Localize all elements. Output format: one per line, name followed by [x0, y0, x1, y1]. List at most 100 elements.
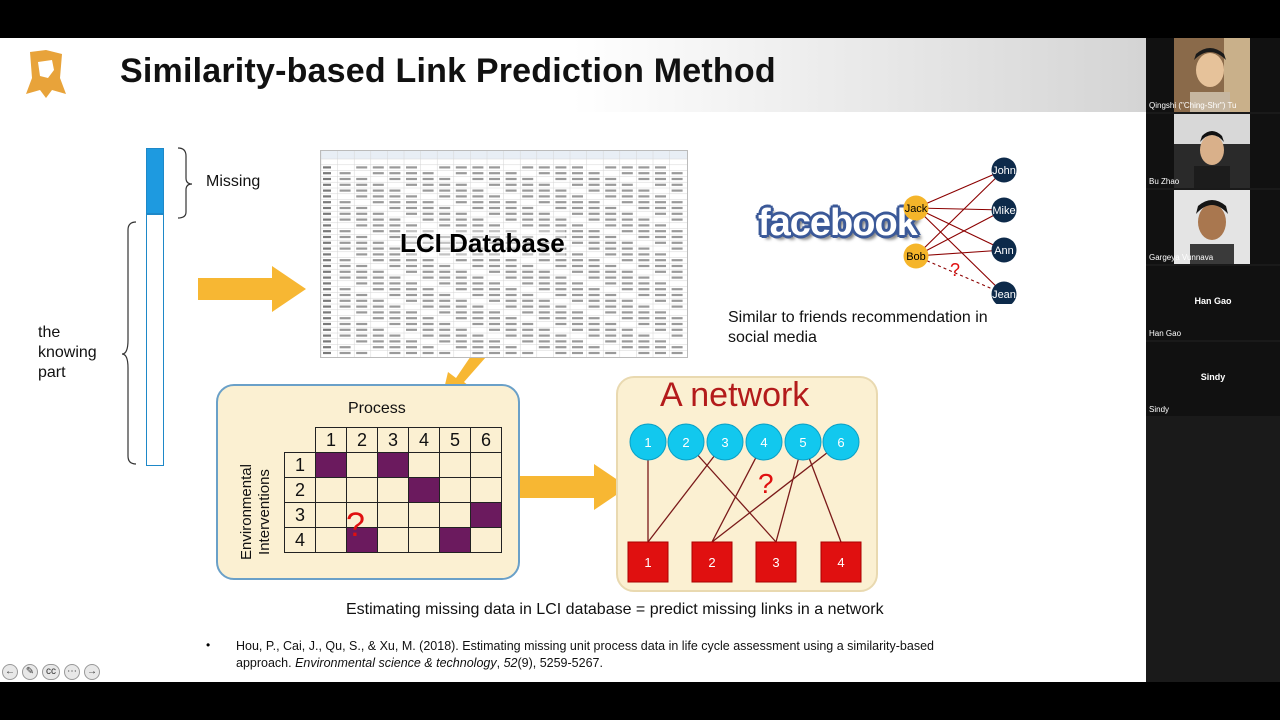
- network-bottom-node-label: 1: [644, 555, 651, 570]
- matrix-row-header: 3: [284, 502, 316, 528]
- participant-center-name: Han Gao: [1194, 296, 1232, 306]
- matrix-cell: [470, 527, 502, 553]
- network-bottom-node: [755, 541, 797, 583]
- knowing-label: the knowing part: [38, 324, 97, 381]
- network-top-node: [784, 423, 822, 461]
- matrix-col-header: 1: [315, 427, 347, 453]
- matrix-col-header: 4: [408, 427, 440, 453]
- knowing-bar-segment: [146, 214, 164, 466]
- brackets: [121, 147, 193, 465]
- social-node: [991, 157, 1017, 183]
- network-top-node: [667, 423, 705, 461]
- network-top-node-label: 1: [644, 435, 651, 450]
- network-top-node-label: 6: [837, 435, 844, 450]
- environmental-interventions-label: Environmental Interventions: [238, 464, 273, 560]
- process-label: Process: [348, 400, 406, 417]
- network-top-node: [706, 423, 744, 461]
- matrix-col-header: 3: [377, 427, 409, 453]
- participant-tile[interactable]: Han Gao Han Gao: [1146, 266, 1280, 340]
- matrix-cell: [408, 527, 440, 553]
- participant-name: Qingshi ("Ching-Shr") Tu: [1149, 101, 1237, 110]
- social-node-label: Jack: [905, 203, 928, 215]
- network-top-node-label: 3: [721, 435, 728, 450]
- title-bar: [0, 38, 1146, 112]
- matrix-cell: [377, 502, 409, 528]
- facebook-logo: facebook: [758, 202, 918, 244]
- arrow-right-2: [508, 464, 628, 510]
- matrix-row-header: 4: [284, 527, 316, 553]
- pen-icon[interactable]: ✎: [22, 664, 38, 680]
- slide-title: Similarity-based Link Prediction Method: [120, 52, 776, 90]
- network-top-node-label: 5: [799, 435, 806, 450]
- matrix-cell: [408, 452, 440, 478]
- matrix-cell-filled: [315, 452, 347, 478]
- network-bottom-node-label: 2: [708, 555, 715, 570]
- captions-icon[interactable]: cc: [42, 664, 60, 680]
- matrix-cell: [439, 502, 471, 528]
- reference-sep: ,: [496, 656, 504, 670]
- matrix-cell: [346, 452, 378, 478]
- social-node-label: John: [992, 165, 1016, 177]
- matrix-cell-filled: [439, 527, 471, 553]
- social-question-mark: ?: [950, 260, 961, 280]
- matrix-cell: [377, 477, 409, 503]
- matrix-cell: [470, 452, 502, 478]
- social-node: [991, 237, 1017, 263]
- participant-name: Han Gao: [1149, 329, 1182, 338]
- reference-pages: (9), 5259-5267.: [517, 656, 603, 670]
- missing-bar-segment: [146, 148, 164, 214]
- network-top-node: [822, 423, 860, 461]
- participant-name: Sindy: [1149, 405, 1170, 414]
- reference-volume: 52: [503, 656, 518, 670]
- matrix-cell: [470, 477, 502, 503]
- more-icon[interactable]: ⋯: [64, 664, 80, 680]
- network-bottom-node-label: 3: [772, 555, 779, 570]
- social-node-label: Ann: [994, 245, 1014, 257]
- matrix-corner: [284, 427, 316, 453]
- missing-label: Missing: [206, 173, 261, 190]
- network-bottom-node: [820, 541, 862, 583]
- social-node-label: Jean: [992, 289, 1016, 301]
- next-icon[interactable]: →: [84, 664, 100, 680]
- participant-video-icon: [1174, 38, 1250, 112]
- participant-tile[interactable]: Qingshi ("Ching-Shr") Tu: [1146, 38, 1280, 112]
- university-logo-icon: [22, 48, 70, 100]
- matrix-cell-filled: [470, 502, 502, 528]
- process-matrix: 1 2 3 4 5 6 1 2 3: [284, 427, 502, 553]
- network-bottom-node: [627, 541, 669, 583]
- social-caption-text: Similar to friends recommendation in soc…: [728, 309, 988, 346]
- presentation-slide: Similarity-based Link Prediction Method …: [0, 38, 1146, 682]
- participant-tile[interactable]: Bu Zhao: [1146, 114, 1280, 188]
- matrix-cell: [439, 477, 471, 503]
- matrix-cell-filled: [377, 452, 409, 478]
- participant-tile[interactable]: Sindy Sindy: [1146, 342, 1280, 416]
- participant-center-name: Sindy: [1200, 372, 1226, 382]
- lci-spreadsheet-image: [320, 150, 688, 358]
- matrix-row-header: 2: [284, 477, 316, 503]
- social-node: [903, 243, 929, 269]
- matrix-question-mark: ?: [346, 506, 365, 544]
- matrix-col-header: 2: [346, 427, 378, 453]
- matrix-cell-filled: [346, 527, 378, 553]
- bottom-caption: Estimating missing data in LCI database …: [346, 601, 884, 618]
- social-node: [991, 281, 1017, 304]
- participant-name: Bu Zhao: [1149, 177, 1180, 186]
- social-node-label: Mike: [992, 205, 1015, 217]
- matrix-col-header: 6: [470, 427, 502, 453]
- matrix-cell: [315, 527, 347, 553]
- matrix-row-header: 1: [284, 452, 316, 478]
- lci-database-label: LCI Database: [400, 228, 565, 259]
- matrix-cell: [315, 502, 347, 528]
- arrow-right-1: [198, 266, 306, 312]
- matrix-cell: [346, 502, 378, 528]
- prev-icon[interactable]: ←: [2, 664, 18, 680]
- social-node-label: Bob: [906, 251, 926, 263]
- reference-bullet: •: [206, 638, 211, 652]
- matrix-cell: [408, 502, 440, 528]
- participant-tile[interactable]: Gargeya Vunnava: [1146, 190, 1280, 264]
- social-node: [991, 197, 1017, 223]
- matrix-cell: [315, 477, 347, 503]
